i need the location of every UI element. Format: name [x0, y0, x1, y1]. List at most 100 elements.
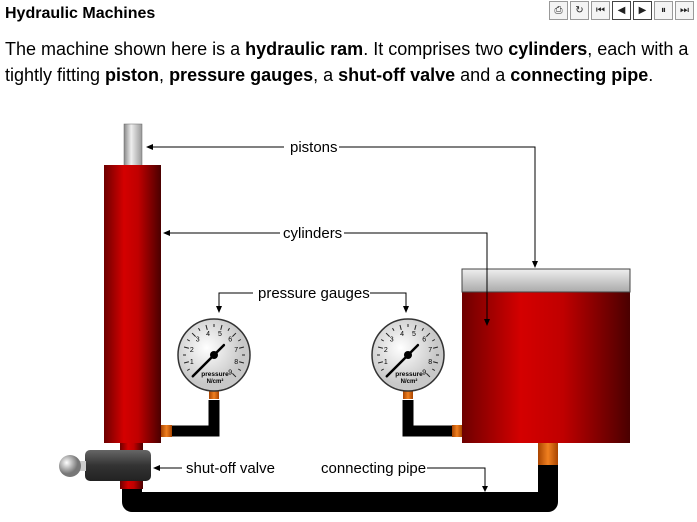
gauge-tick-label: 2: [384, 347, 388, 354]
gauge-tick-label: 3: [390, 337, 394, 344]
left-piston: [123, 123, 143, 167]
label-connecting-pipe: connecting pipe: [321, 460, 426, 477]
right-connector: [452, 425, 462, 437]
gauge-tick: [237, 368, 242, 371]
gauge-connector: [209, 390, 219, 399]
term-cylinders: cylinders: [508, 39, 588, 59]
gauge-tick: [205, 324, 208, 331]
right-piston: [461, 268, 631, 293]
gauge-tick: [227, 327, 230, 332]
gauge-tick: [232, 332, 237, 337]
intro-text-part: , a: [313, 65, 339, 85]
gauge-tick-label: 3: [196, 337, 200, 344]
valve-neck-top: [120, 443, 143, 453]
label-cylinders: cylinders: [283, 225, 342, 242]
gauge-tick: [380, 368, 385, 371]
intro-text-part: . It comprises two: [363, 39, 509, 59]
skip-start-icon: ⏮: [596, 5, 605, 16]
gauge-tick: [183, 361, 190, 364]
skip-end-icon: ⏭: [680, 5, 689, 16]
gauge-needle: [385, 343, 420, 378]
gauge-tick: [191, 332, 196, 337]
replay-icon: ↻: [575, 5, 584, 16]
gauge-tick-label: 8: [428, 359, 432, 366]
term-connecting-pipe: connecting pipe: [510, 65, 649, 85]
gauge-tick-label: 2: [190, 347, 194, 354]
shut-off-valve[interactable]: [85, 450, 151, 481]
gauge-tick-label: 6: [228, 337, 232, 344]
gauge-pivot: [404, 351, 412, 359]
intro-text-part: and a: [455, 65, 511, 85]
gauge-tick: [377, 346, 384, 349]
gauge-tick: [186, 339, 191, 342]
bottom-connector: [538, 443, 558, 465]
print-icon: ⎙: [554, 5, 563, 16]
gauge-tick: [198, 327, 201, 332]
playback-toolbar: ⎙ ↻ ⏮ ◀ ▶ ⏸ ⏭: [549, 1, 694, 20]
gauge-tick-label: 8: [234, 359, 238, 366]
label-pressure-gauges: pressure gauges: [258, 285, 370, 302]
page-title: Hydraulic Machines: [5, 5, 156, 22]
label-shut-off-valve: shut-off valve: [186, 460, 275, 477]
gauge-tick-label: 1: [190, 359, 194, 366]
gauge-tick: [380, 339, 385, 342]
left-connector: [161, 425, 172, 437]
step-forward-icon: ▶: [638, 5, 647, 16]
intro-text-part: The machine shown here is a: [5, 39, 246, 59]
gauge-tick: [385, 332, 390, 337]
intro-text-part: ,: [159, 65, 170, 85]
gauge-tick: [238, 361, 245, 364]
gauge-tick: [432, 361, 439, 364]
gauge-tick: [431, 368, 436, 371]
gauge-tick: [220, 324, 223, 331]
term-hydraulic-ram: hydraulic ram: [245, 39, 364, 59]
gauge-unit: N/cm²: [207, 378, 224, 385]
pause-button[interactable]: ⏸: [654, 1, 673, 20]
right-cylinder: [462, 291, 630, 443]
term-piston: piston: [105, 65, 160, 85]
gauge-unit: N/cm²: [401, 378, 418, 385]
skip-end-button[interactable]: ⏭: [675, 1, 694, 20]
gauge-needle: [191, 343, 226, 378]
gauge-tick-label: 9: [422, 369, 426, 376]
leader-lines: [150, 146, 536, 487]
print-button[interactable]: ⎙: [549, 1, 568, 20]
gauge-tick: [399, 324, 402, 331]
gauge-tick: [426, 373, 431, 378]
gauge-tick: [237, 339, 242, 342]
gauge-connector: [403, 390, 413, 399]
step-forward-button[interactable]: ▶: [633, 1, 652, 20]
replay-button[interactable]: ↻: [570, 1, 589, 20]
gauge-label: pressure: [395, 371, 423, 378]
gauge-tick: [232, 373, 237, 378]
step-back-button[interactable]: ◀: [612, 1, 631, 20]
gauge-tick-label: 7: [234, 347, 238, 354]
gauge-tick-label: 4: [206, 331, 210, 338]
gauge-pivot: [210, 351, 218, 359]
gauge-tick-label: 1: [384, 359, 388, 366]
gauge-tick-label: 5: [218, 331, 222, 338]
label-pistons: pistons: [290, 139, 338, 156]
term-pressure-gauges: pressure gauges: [169, 65, 314, 85]
right-gauge-pipe: [402, 400, 452, 437]
gauge-tick: [377, 361, 384, 364]
skip-start-button[interactable]: ⏮: [591, 1, 610, 20]
gauge-tick: [431, 339, 436, 342]
gauge-tick: [426, 332, 431, 337]
arrowheads: [146, 144, 538, 492]
gauge-tick-label: 6: [422, 337, 426, 344]
gauge-tick: [414, 324, 417, 331]
intro-text: The machine shown here is a hydraulic ra…: [5, 36, 697, 88]
gauge-tick: [186, 368, 191, 371]
gauge-tick: [432, 346, 439, 349]
pause-icon: ⏸: [661, 5, 666, 16]
gauge-tick-label: 7: [428, 347, 432, 354]
intro-text-part: .: [648, 65, 654, 85]
gauge-tick: [183, 346, 190, 349]
intro-text-part: , each with a tightly fitting: [5, 39, 689, 85]
gauge-tick: [238, 346, 245, 349]
valve-handle-ball[interactable]: [59, 455, 81, 477]
left-gauge-pipe: [172, 400, 220, 437]
